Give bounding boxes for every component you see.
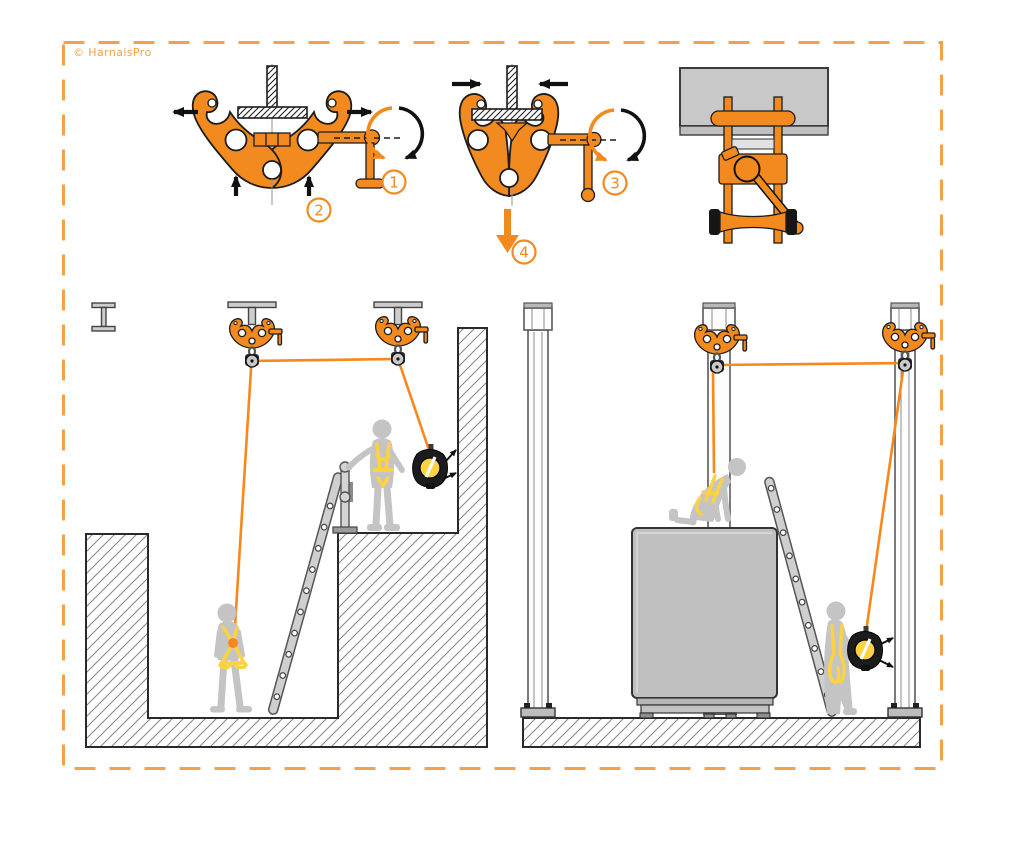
top-roller: [710, 110, 796, 127]
scene-pit-access: [85, 301, 488, 748]
column-left: [520, 302, 556, 718]
step-2-label: 2: [314, 202, 324, 220]
worker-on-platform: [345, 419, 405, 531]
i-beam-icon: [91, 302, 116, 332]
clamp-side-view: [709, 96, 804, 244]
work-rope: [711, 361, 907, 634]
floor-slab: [522, 717, 921, 748]
step-1-label: 1: [389, 174, 399, 192]
rotate-open-arrows: [366, 106, 425, 160]
worker-in-pit: [210, 603, 252, 713]
ladder: [267, 472, 344, 715]
pit-and-platform-structure: [85, 327, 488, 748]
step-3-badge: 3: [602, 170, 628, 196]
load-test-arrow: [496, 209, 519, 253]
rotate-close-arrows: [588, 108, 647, 162]
bottom-roller: [719, 211, 787, 233]
beam-flange-edge: [679, 125, 829, 136]
frame-border: © HarnaisPro: [62, 41, 943, 770]
diagram-clamp-closed: 3 4: [452, 64, 647, 265]
column-right: [887, 302, 923, 718]
worker-kneeling-on-box: [669, 458, 746, 526]
beam-flange: [471, 108, 543, 121]
copyright-text: © HarnaisPro: [73, 46, 152, 59]
machine-box: [631, 527, 778, 719]
worker-standing: [824, 601, 857, 715]
diagram-clamp-open: 1 2: [172, 64, 425, 223]
fall-arrest-device: [846, 624, 894, 673]
beam-flange: [237, 106, 308, 119]
step-2-badge: 2: [306, 197, 332, 223]
step-4-label: 4: [519, 244, 529, 262]
edge-post: [332, 461, 358, 534]
scene-machine-access: [520, 302, 937, 748]
step-3-label: 3: [610, 175, 620, 193]
ladder: [764, 476, 838, 717]
step-4-badge: 4: [511, 239, 537, 265]
safety-harness: [828, 624, 846, 684]
threaded-rod: [266, 65, 278, 111]
step-1-badge: 1: [381, 169, 407, 195]
sternal-attachment-point: [228, 638, 238, 648]
threaded-rod: [506, 65, 518, 113]
open-direction-arrows: [172, 107, 373, 196]
safety-harness: [372, 442, 394, 488]
fall-arrest-device: [411, 442, 457, 491]
beam-clamp-with-pulley: [374, 315, 430, 367]
diagram-clamp-side-installed: [679, 67, 829, 244]
safety-harness: [695, 474, 724, 516]
